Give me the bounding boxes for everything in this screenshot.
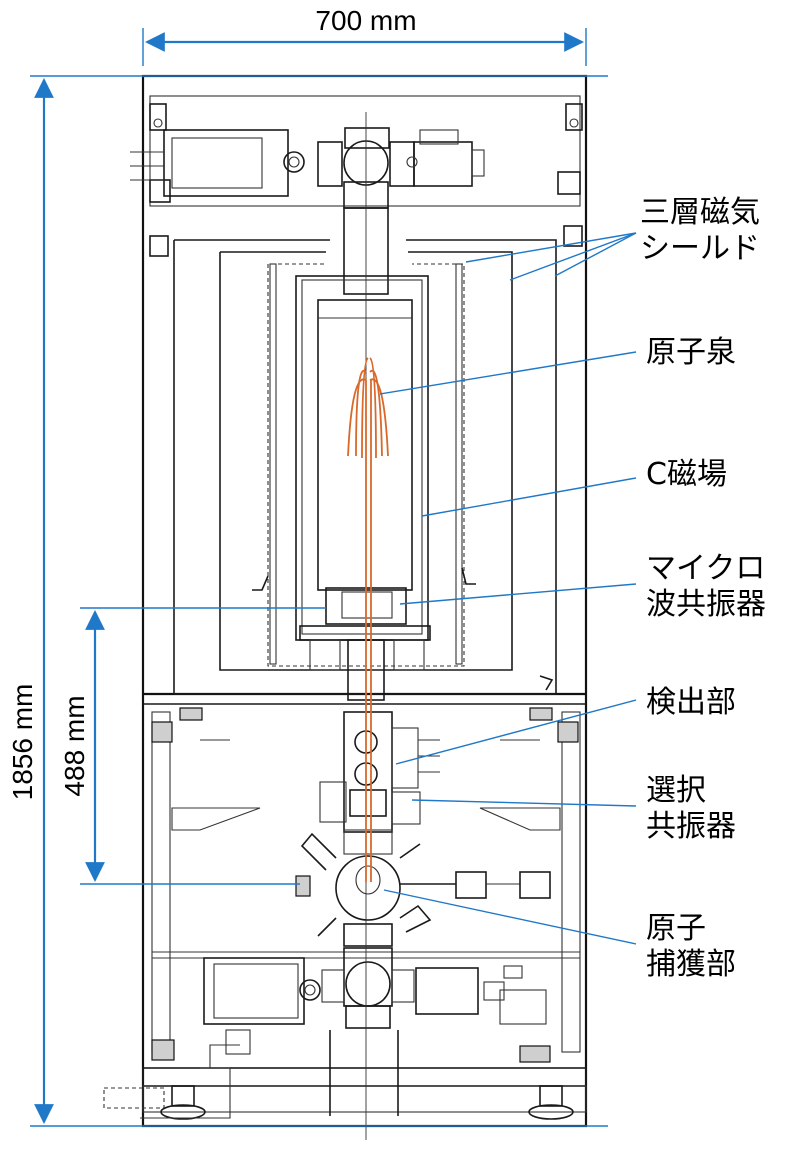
labels: 三層磁気 シールド 原子泉 C磁場 マイクロ 波共振器 検出部 選択 共振器 原… (640, 195, 766, 982)
bottom-vacuum-assembly (151, 947, 551, 1116)
label-selection-1: 選択 (646, 773, 706, 808)
label-shield-1: 三層磁気 (640, 195, 760, 230)
atom-trajectory (347, 357, 389, 882)
label-trap-1: 原子 (646, 911, 706, 946)
magnetic-shields (173, 239, 557, 695)
label-shield-2: シールド (640, 231, 760, 266)
label-microwave-1: マイクロ (646, 551, 765, 586)
interaction-length-label: 488 mm (59, 695, 90, 796)
detection-selection (319, 711, 440, 833)
width-label: 700 mm (315, 5, 416, 36)
label-trap-2: 捕獲部 (646, 947, 736, 982)
leader-lines (379, 232, 637, 945)
height-label: 1856 mm (7, 684, 38, 801)
atom-trap (295, 829, 551, 947)
label-selection-2: 共振器 (646, 809, 736, 844)
label-microwave-2: 波共振器 (646, 587, 766, 622)
top-vacuum-assembly (130, 127, 485, 295)
dimension-interaction (80, 607, 326, 885)
label-detection: 検出部 (646, 685, 736, 720)
outer-frame (103, 74, 588, 1128)
label-fountain: 原子泉 (646, 335, 736, 370)
label-c-field: C磁場 (646, 457, 727, 492)
dimension-height (30, 75, 608, 1127)
microwave-cavity (299, 587, 431, 701)
dimension-width (142, 28, 587, 66)
